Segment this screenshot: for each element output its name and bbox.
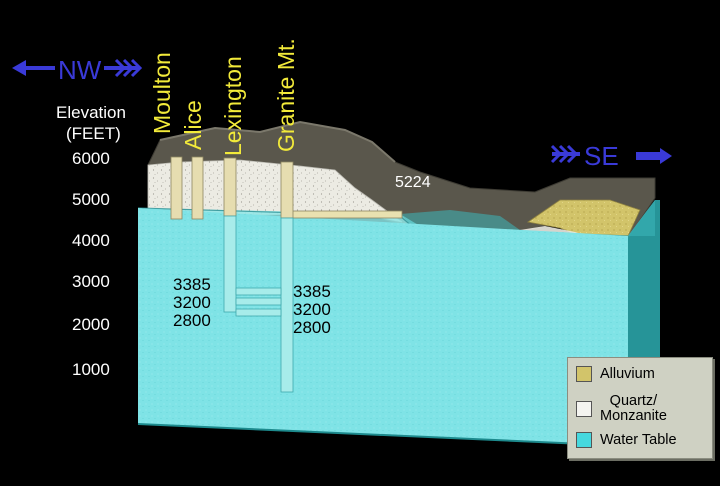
mine-label-alice: Alice [180,100,206,150]
se-arrow-icon [550,144,672,164]
elevation-tick-3000: 3000 [72,272,110,291]
alluvium-layer [526,199,641,239]
legend-item-water-table: Water Table [576,432,677,448]
shaft-granite [280,161,294,219]
depth-left-3385: 3385 [173,275,211,294]
level-3200 [235,297,282,306]
se-label: SE [584,141,619,171]
water-table-front [138,208,628,446]
elevation-unit: (FEET) [66,124,121,143]
legend-item-alluvium: Alluvium [576,366,655,382]
legend-label-water: Water Table [600,431,677,448]
legend-swatch-water [576,432,592,448]
mine-label-granite-mt: Granite Mt. [273,38,299,152]
depth-left-3200: 3200 [173,293,211,312]
nw-arrow-icon [12,58,143,78]
elevation-tick-1000: 1000 [72,360,110,379]
depth-left-2800: 2800 [173,311,211,330]
legend-swatch-alluvium [576,366,592,382]
legend-swatch-quartz [576,401,592,417]
tunnel [291,210,403,219]
shaft-granite-under [280,217,294,393]
shaft-lexington-under [223,215,237,313]
legend: Alluvium Quartz/ Monzanite Water Table [567,357,713,459]
legend-label-alluvium: Alluvium [600,365,655,382]
nw-label: NW [58,55,102,85]
elevation-tick-5000: 5000 [72,190,110,209]
depth-right-3385: 3385 [293,282,331,301]
elevation-tick-6000: 6000 [72,149,110,168]
elevation-tick-4000: 4000 [72,231,110,250]
depth-right-2800: 2800 [293,318,331,337]
mine-shafts [170,156,294,393]
peak-elevation-label: 5224 [395,174,431,191]
shaft-lexington [223,157,237,217]
elevation-tick-2000: 2000 [72,315,110,334]
elevation-label: Elevation [56,103,126,122]
legend-label-quartz: Quartz/ Monzanite [600,393,667,424]
depth-right-3200: 3200 [293,300,331,319]
level-3385 [235,287,282,296]
level-2800 [235,308,282,317]
legend-item-quartz-monzanite: Quartz/ Monzanite [576,394,667,424]
shaft-alice [191,156,204,220]
mine-label-moulton: Moulton [149,52,175,134]
shaft-moulton [170,156,183,220]
mine-label-lexington: Lexington [220,56,246,156]
